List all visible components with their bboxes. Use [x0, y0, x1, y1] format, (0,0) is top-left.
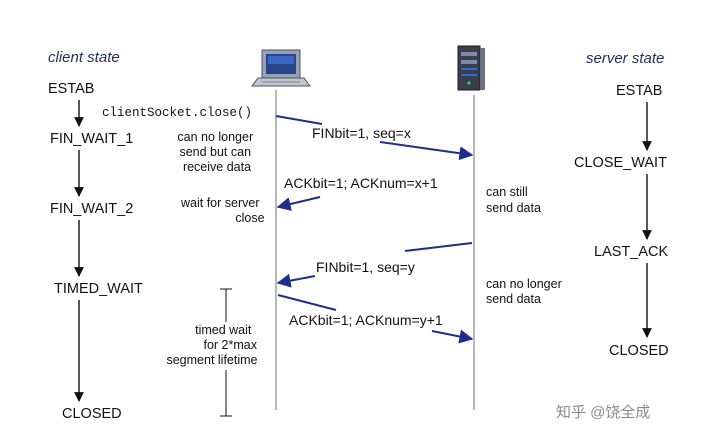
ack-client-arrow-start	[277, 294, 337, 311]
client-state-closed: CLOSED	[62, 406, 122, 422]
server-state-last-ack: LAST_ACK	[594, 244, 668, 260]
fin-server-arrow	[276, 273, 316, 288]
ack-client-arrow	[431, 329, 474, 344]
watermark: 知乎 @饶全成	[556, 403, 650, 421]
server-state-closed: CLOSED	[609, 343, 669, 359]
fin-client-arrow-start	[275, 115, 323, 125]
client-state-fin-wait-1: FIN_WAIT_1	[50, 131, 133, 147]
server-state-estab: ESTAB	[616, 83, 662, 99]
client-note-wait-for-server: wait for server close	[180, 196, 265, 225]
server-state-close-wait: CLOSE_WAIT	[574, 155, 667, 171]
client-state-heading: client state	[48, 49, 120, 66]
server-state-heading: server state	[586, 50, 664, 67]
ack-server-arrow	[276, 196, 321, 211]
client-state-timed-wait: TIMED_WAIT	[54, 281, 143, 297]
fin-server-label: FINbit=1, seq=y	[316, 259, 415, 275]
fin-server-arrow-start	[404, 242, 473, 252]
laptop-icon	[251, 49, 311, 87]
server-tower-icon	[457, 45, 485, 91]
ack-client-label: ACKbit=1; ACKnum=y+1	[289, 312, 443, 328]
ack-server-label: ACKbit=1; ACKnum=x+1	[284, 175, 438, 191]
timed-wait-bracket	[220, 288, 232, 417]
server-note-still-send: can still send data	[486, 185, 541, 215]
server-note-no-longer-send: can no longer send data	[486, 277, 565, 306]
fin-client-arrow	[379, 141, 474, 161]
client-state-fin-wait-2: FIN_WAIT_2	[50, 201, 133, 217]
client-note-no-longer-send: can no longer send but can receive data	[177, 130, 256, 174]
fin-client-label: FINbit=1, seq=x	[312, 125, 411, 141]
client-state-estab: ESTAB	[48, 81, 94, 97]
client-note-timed-wait: timed wait for 2*max segment lifetime	[166, 323, 260, 367]
close-call-label: clientSocket.close()	[102, 106, 252, 120]
